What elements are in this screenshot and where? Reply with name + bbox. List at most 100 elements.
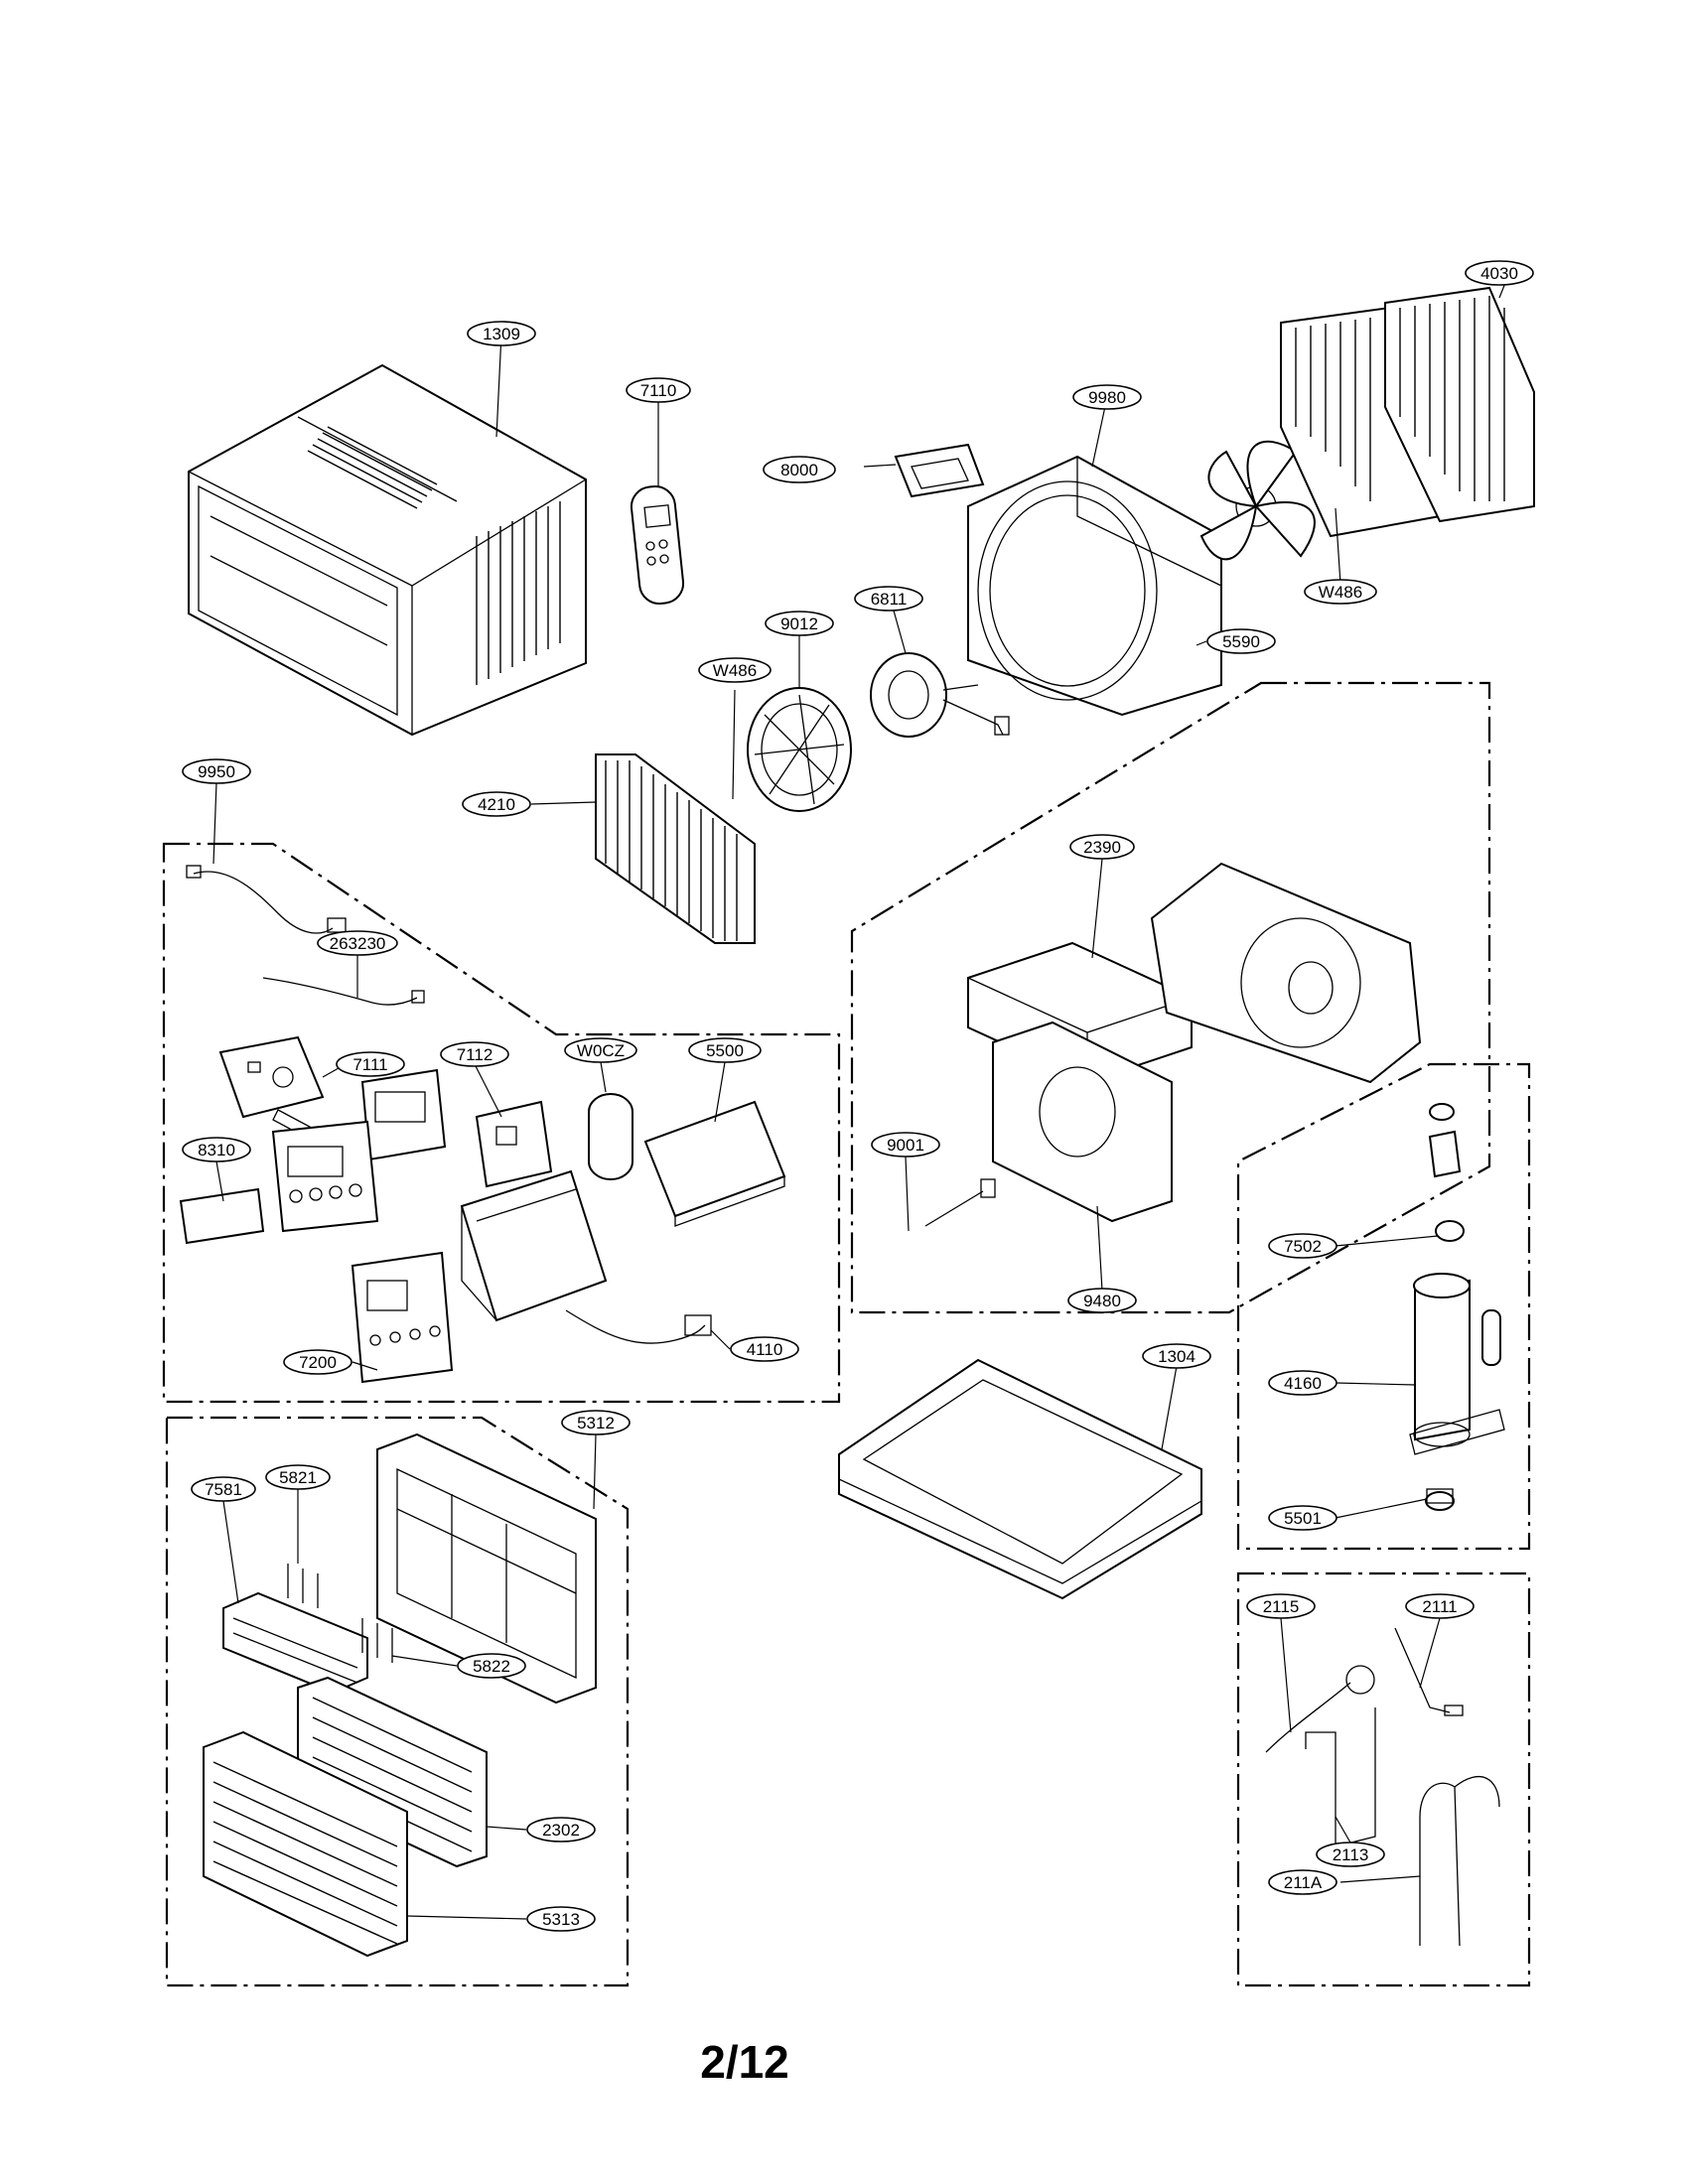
grommet-5501 [1425, 1488, 1455, 1511]
run-capacitor [588, 1093, 633, 1180]
discharge-tube-211A [1419, 1776, 1500, 1947]
overload-cover [1428, 1103, 1462, 1178]
part-label: 211A [1284, 1873, 1323, 1892]
part-label: 1309 [483, 325, 520, 343]
control-panel-7200 [351, 1251, 454, 1384]
page-number: 2/12 [700, 2036, 789, 2088]
control-pcb-7112 [475, 1100, 553, 1188]
capillary-tube-2115 [1265, 1665, 1375, 1753]
callout-2111: 2111 [1405, 1593, 1475, 1619]
part-label: 5590 [1222, 632, 1260, 651]
refrigerant-tube-group-boundary [1236, 1571, 1531, 1987]
callout-9950: 9950 [182, 758, 251, 784]
callout-5822: 5822 [457, 1653, 526, 1679]
part-label: 2115 [1263, 1597, 1300, 1616]
part-label: 5822 [473, 1657, 510, 1676]
electrical-group-boundary [162, 842, 841, 1404]
part-label: 9480 [1083, 1292, 1121, 1310]
part-label: 5312 [577, 1414, 615, 1433]
callout-9012: 9012 [765, 611, 834, 636]
callout-9980: 9980 [1072, 384, 1142, 410]
part-label: 5821 [279, 1468, 317, 1487]
fan-shroud [967, 455, 1222, 717]
callout-2390: 2390 [1069, 834, 1135, 860]
part-label: 5500 [706, 1041, 744, 1060]
part-label: 1304 [1158, 1347, 1196, 1366]
callout-8000: 8000 [763, 456, 836, 483]
part-label: 2390 [1083, 838, 1121, 857]
callout-w486-left: W486 [698, 657, 772, 683]
callout-6811: 6811 [854, 586, 923, 612]
callout-5313: 5313 [526, 1906, 596, 1932]
part-label: 7581 [205, 1480, 242, 1499]
decoration-label [179, 1187, 265, 1245]
condenser-coil [1280, 286, 1535, 538]
remote-control [630, 485, 685, 605]
callout-7110: 7110 [626, 377, 691, 403]
tube-2111 [1394, 1627, 1464, 1716]
fan-motor [870, 652, 1010, 738]
callout-4210: 4210 [462, 791, 531, 817]
control-box-cover [643, 1100, 786, 1227]
callout-4160: 4160 [1268, 1370, 1337, 1396]
part-label: 7200 [299, 1353, 337, 1372]
compressor-4160 [1409, 1273, 1505, 1455]
part-label: W486 [713, 661, 757, 680]
louver-5821 [287, 1564, 319, 1608]
callout-4030: 4030 [1465, 260, 1534, 286]
part-label: 9980 [1088, 388, 1126, 407]
part-label: 4210 [478, 795, 515, 814]
part-label: 6811 [871, 590, 908, 609]
callout-2113: 2113 [1316, 1842, 1385, 1867]
part-label: 7110 [640, 381, 677, 400]
air-louver-7581 [222, 1591, 368, 1695]
motor-bracket [894, 443, 985, 498]
front-grille-group-boundary [165, 1416, 630, 1987]
callout-5590: 5590 [1206, 628, 1276, 654]
part-label: 263230 [330, 934, 386, 953]
overload-protector-7502 [1435, 1220, 1465, 1242]
callout-5312: 5312 [561, 1410, 631, 1435]
part-label: 8000 [780, 461, 818, 479]
callout-9480: 9480 [1067, 1288, 1137, 1313]
part-label: 4160 [1284, 1374, 1322, 1393]
louver-5822 [361, 1618, 393, 1663]
part-label: 9950 [198, 762, 235, 781]
display-pcb [360, 1068, 447, 1161]
part-label: 9012 [780, 614, 818, 633]
part-label: 4110 [747, 1340, 783, 1359]
part-label: 7112 [457, 1045, 493, 1064]
callout-w486-top: W486 [1304, 579, 1377, 605]
part-label: 5313 [542, 1910, 580, 1929]
callout-211a: 211A [1268, 1869, 1337, 1895]
evaporator-coil [595, 753, 756, 944]
callout-4110: 4110 [730, 1336, 799, 1362]
callout-263230: 263230 [317, 930, 398, 956]
callout-7111: 7111 [336, 1051, 405, 1077]
compressor-group-boundary [1236, 1062, 1531, 1551]
callout-9001: 9001 [871, 1132, 940, 1158]
part-label: 8310 [198, 1141, 235, 1160]
control-box [460, 1169, 608, 1322]
part-label: 2111 [1422, 1597, 1457, 1616]
callout-1304: 1304 [1142, 1343, 1211, 1369]
part-label: 7111 [352, 1055, 387, 1074]
air-guide-9480 [992, 1021, 1173, 1223]
part-label: W0CZ [577, 1041, 625, 1060]
callout-5821: 5821 [265, 1464, 331, 1490]
base-airguide-group-boundary [850, 681, 1491, 1314]
callout-5500: 5500 [688, 1037, 762, 1063]
leader-lines [212, 272, 1510, 1920]
front-frame-5312 [376, 1433, 597, 1705]
callout-7581: 7581 [191, 1476, 256, 1502]
power-cord-4110 [565, 1309, 712, 1344]
callout-5501: 5501 [1268, 1505, 1337, 1531]
display-frame [271, 1120, 379, 1233]
wire-harness-263230 [262, 977, 425, 1006]
blower-wheel [747, 687, 852, 812]
callout-1309: 1309 [467, 321, 536, 346]
base-pan-1304 [838, 1358, 1202, 1600]
part-label: 7502 [1284, 1237, 1322, 1256]
callout-2115: 2115 [1246, 1593, 1316, 1619]
